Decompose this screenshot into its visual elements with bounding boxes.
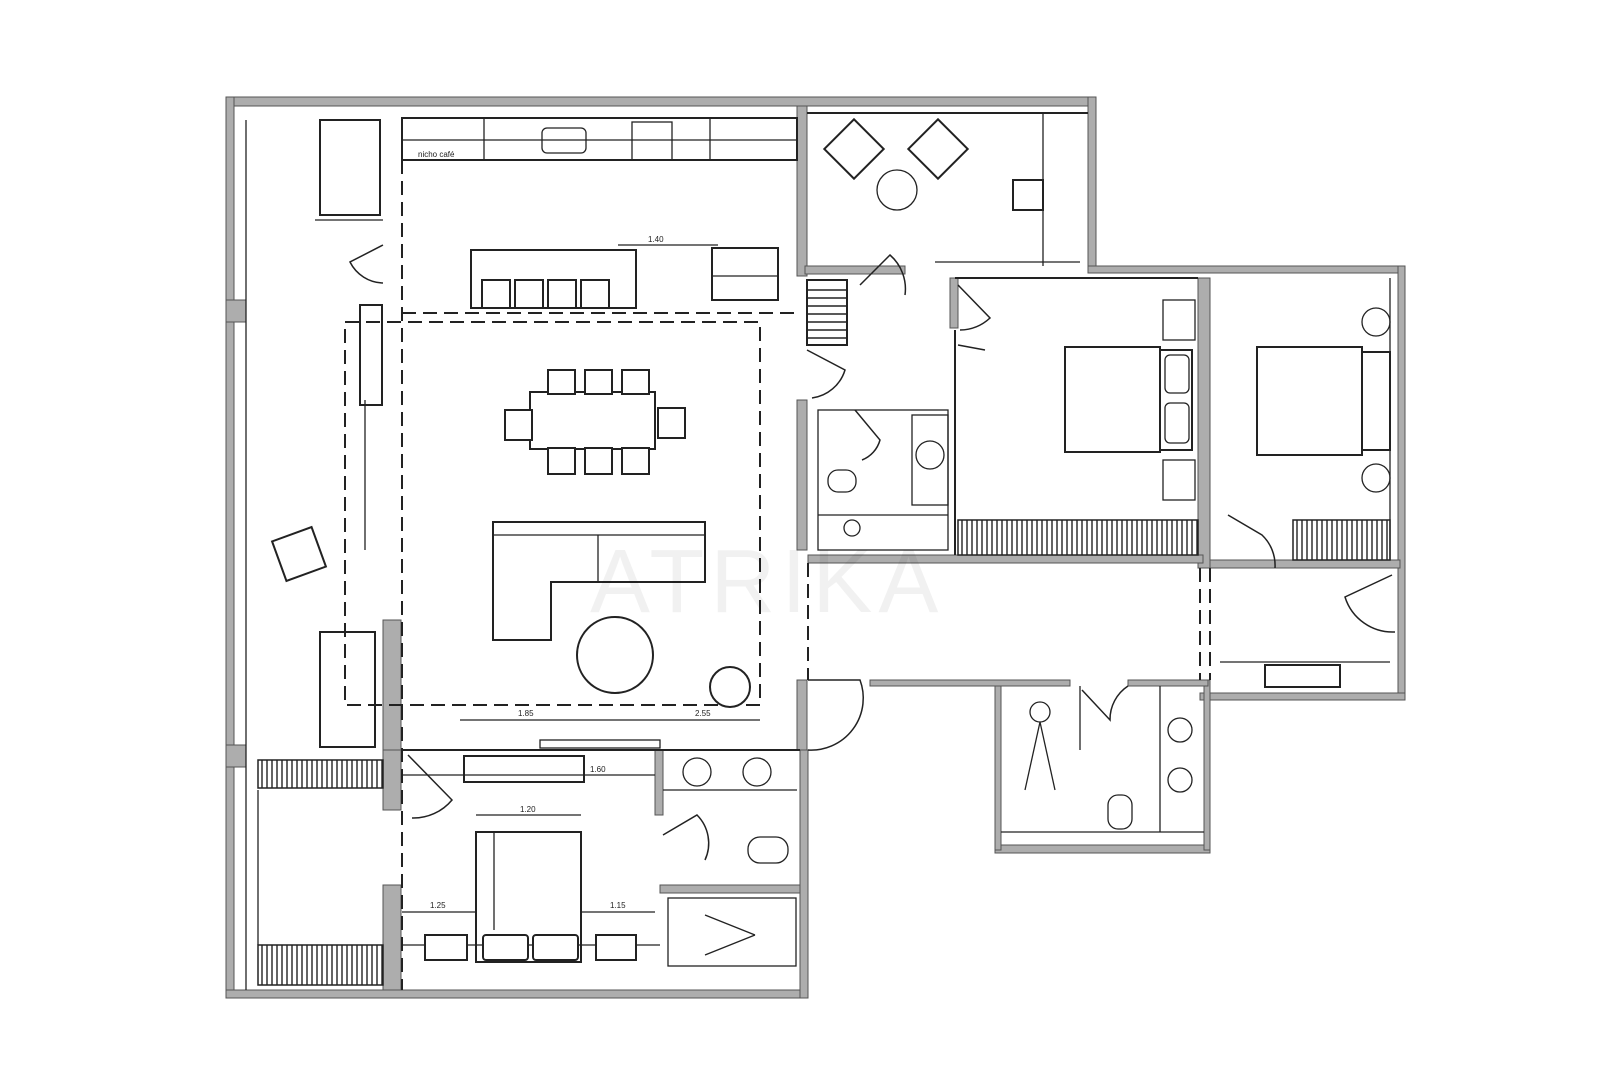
toilet <box>747 836 789 864</box>
kitchen: nicho café 1.40 <box>401 117 798 314</box>
kitchen-sink <box>541 127 587 154</box>
balcony-sofa <box>319 631 376 748</box>
balcony <box>245 119 384 990</box>
cooktop <box>631 121 673 161</box>
corridor <box>807 563 1396 751</box>
dimension-label: 1.85 <box>518 709 534 718</box>
bedroom-suite: 1.60 1.20 1.25 1.15 <box>402 749 800 963</box>
exterior-walls <box>225 96 1406 999</box>
bathroom-3 <box>1001 685 1204 833</box>
dimension-label: 1.20 <box>520 805 536 814</box>
bed <box>1064 346 1161 453</box>
toilet <box>1107 794 1133 830</box>
balcony-table <box>270 525 328 583</box>
round-table <box>576 616 654 694</box>
bed <box>1256 346 1363 456</box>
bedroom-3 <box>1227 278 1391 569</box>
dimension-label: 1.60 <box>590 765 606 774</box>
niche-label: nicho café <box>418 150 455 159</box>
dining-table <box>529 391 656 450</box>
bathroom-suite <box>662 757 797 967</box>
dimension-label: 2.55 <box>695 709 711 718</box>
service-area <box>806 253 949 551</box>
dimension-label: 1.15 <box>610 901 626 910</box>
interior-walls <box>382 105 1401 991</box>
bedroom-2 <box>954 277 1199 556</box>
dimension-label: 1.40 <box>648 235 664 244</box>
watermark-logo: ATRIKA <box>590 532 944 632</box>
living-dining: 1.85 2.55 <box>344 160 761 990</box>
dimension-label: 1.25 <box>430 901 446 910</box>
sofa <box>492 521 706 641</box>
lounge-room <box>807 112 1088 266</box>
